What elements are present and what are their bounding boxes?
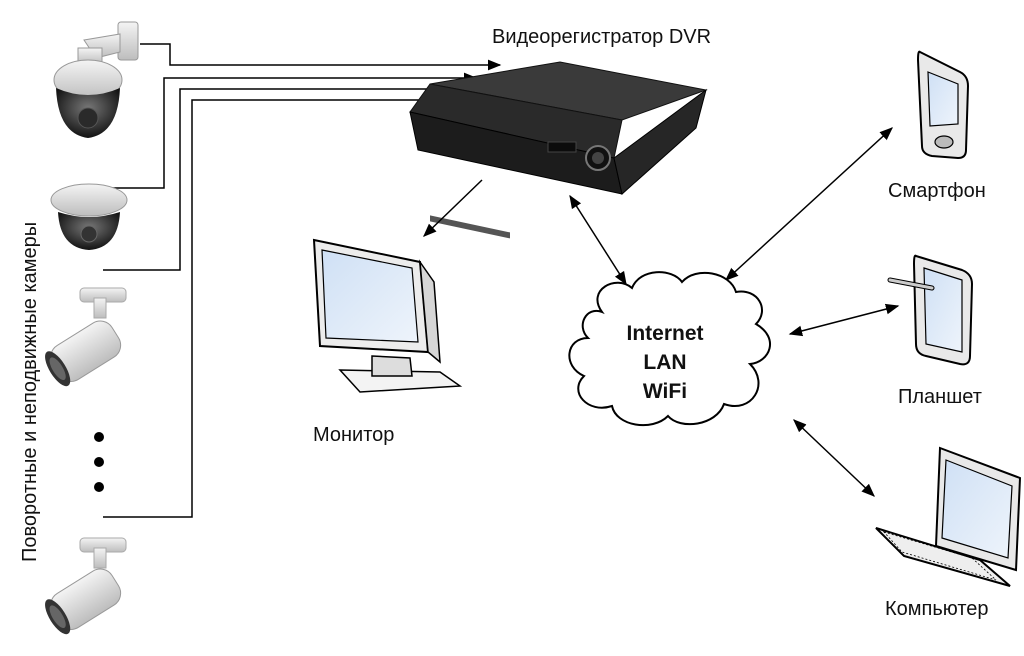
tablet-label: Планшет: [898, 386, 982, 408]
smartphone-label: Смартфон: [888, 180, 986, 202]
cameras-label: Поворотные и неподвижные камеры: [19, 221, 41, 562]
network-cloud-icon: [568, 271, 771, 426]
dvr-links: [423, 127, 900, 497]
ptz-camera-icon: [53, 21, 139, 138]
smartphone-icon: [916, 50, 970, 160]
bullet-camera-icon: [45, 537, 127, 635]
cloud-label-lan: LAN: [643, 351, 687, 374]
camera-cables: [103, 43, 502, 518]
laptop-icon: [875, 446, 1022, 587]
dome-camera-icon: [50, 183, 128, 250]
dvr-icon: [409, 61, 708, 239]
monitor-label: Монитор: [313, 424, 395, 446]
monitor-icon: [312, 238, 463, 393]
tablet-icon: [887, 254, 974, 366]
bullet-camera-icon: [45, 287, 127, 387]
more-cameras-ellipsis: [94, 432, 104, 492]
dvr-label: Видеорегистратор DVR: [492, 26, 712, 48]
computer-label: Компьютер: [885, 598, 989, 620]
cloud-label-wifi: WiFi: [642, 380, 688, 403]
cloud-label-internet: Internet: [626, 322, 704, 345]
